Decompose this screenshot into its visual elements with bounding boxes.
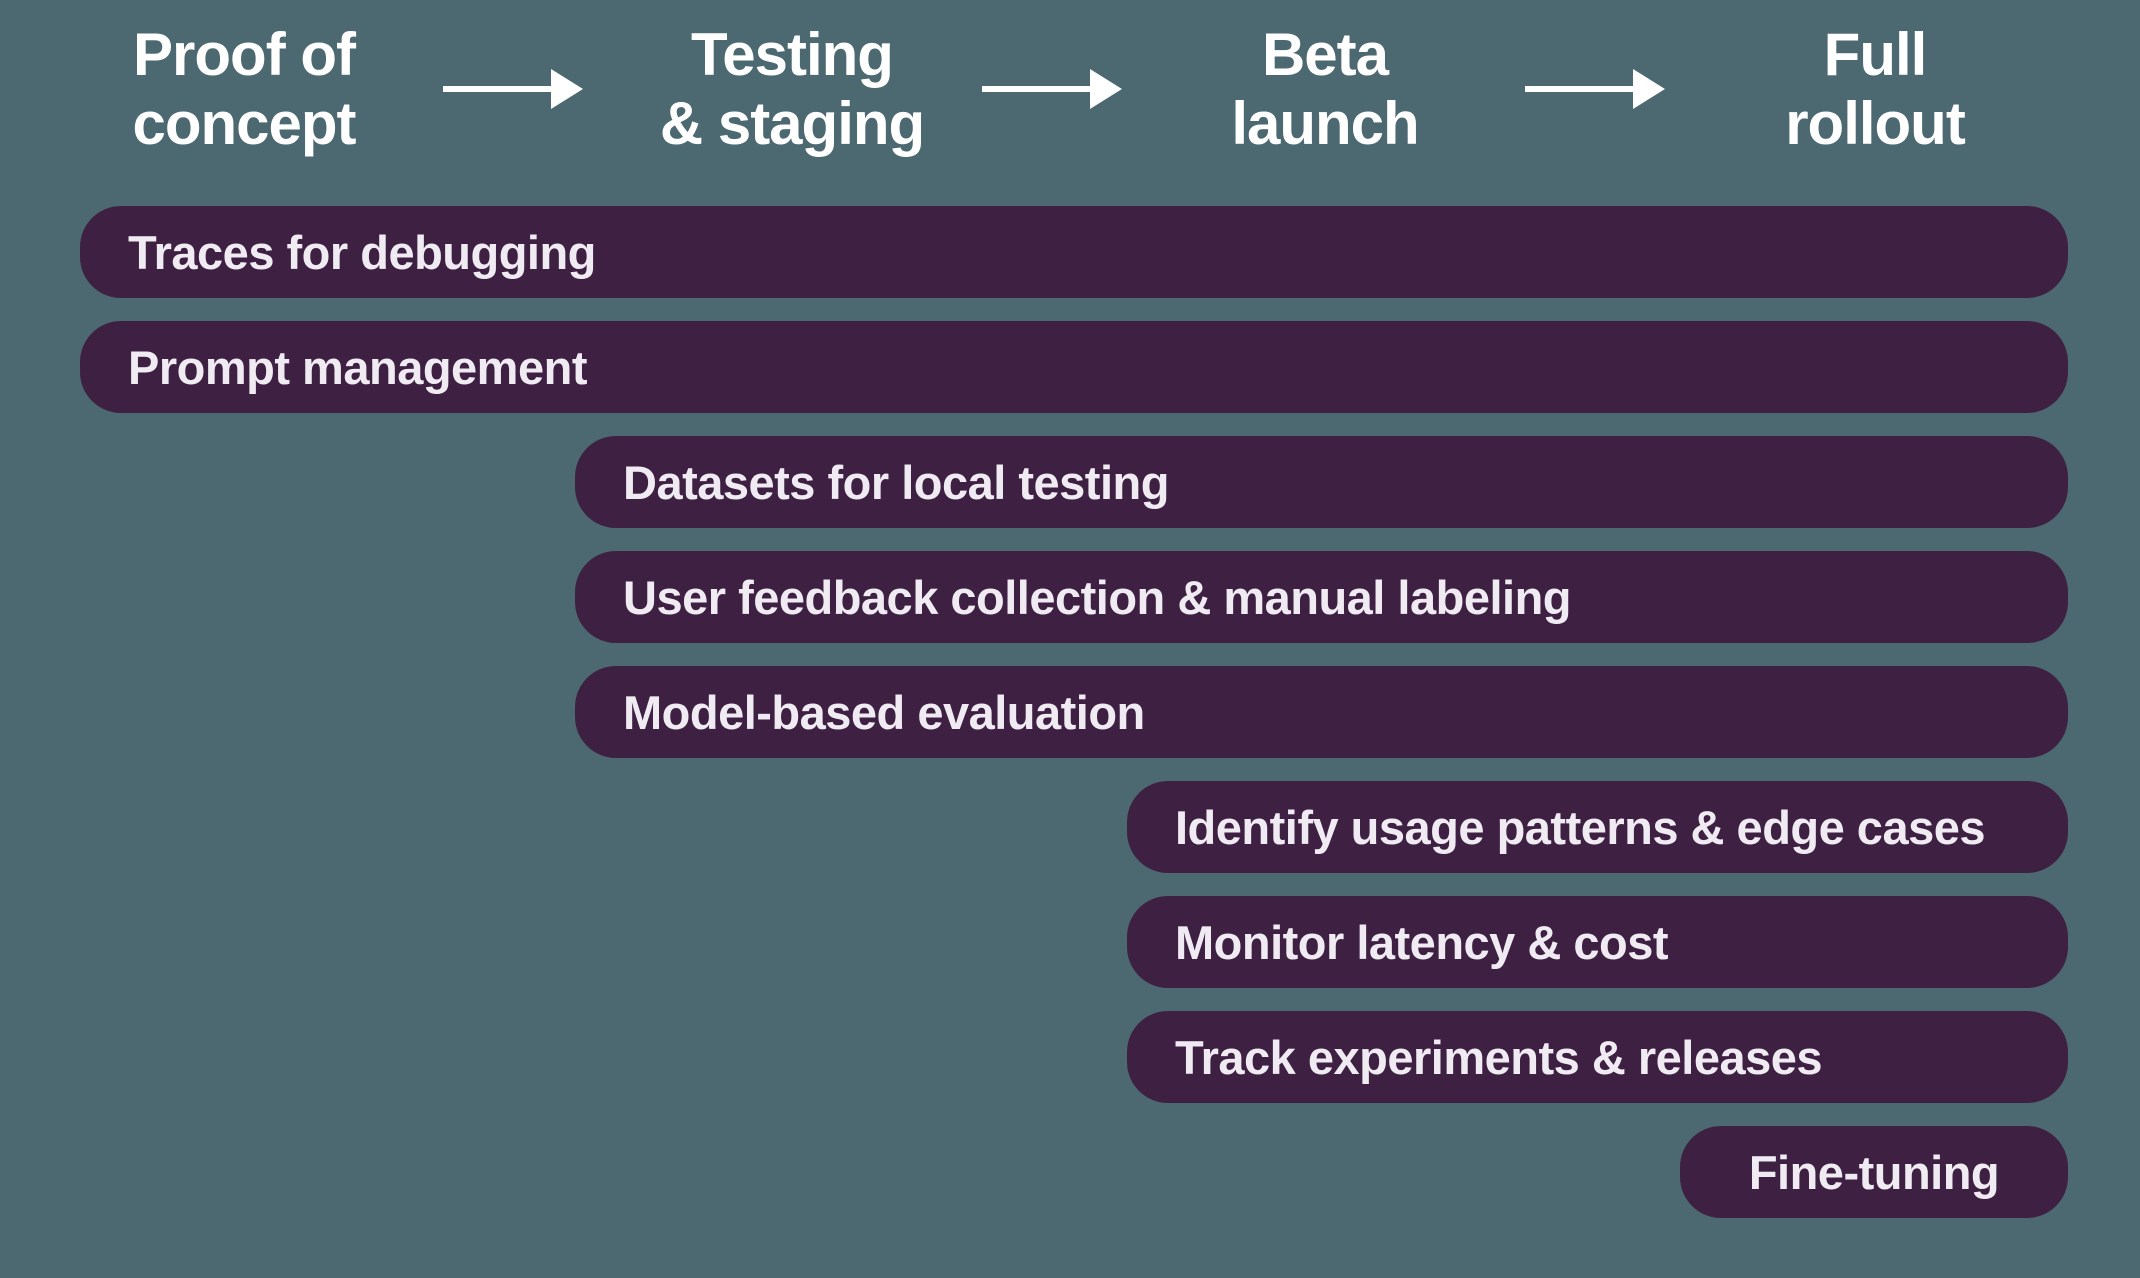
bar-user-feedback-collection: User feedback collection & manual labeli…: [575, 551, 2068, 643]
bar-prompt-management: Prompt management: [80, 321, 2068, 413]
bar-label: Prompt management: [128, 340, 587, 394]
bar-label: Fine-tuning: [1748, 1145, 2000, 1199]
stage-header-line: Full: [1823, 21, 1928, 88]
bar-label: Model-based evaluation: [623, 685, 1145, 739]
bar-monitor-latency-cost: Monitor latency & cost: [1127, 896, 2068, 988]
bar-track-experiments-releases: Track experiments & releases: [1127, 1011, 2068, 1103]
bar-label: Traces for debugging: [128, 225, 596, 279]
stage-header-proof-of-concept: Proof of concept: [132, 20, 356, 158]
stage-header-line: concept: [132, 90, 356, 157]
bar-identify-usage-patterns: Identify usage patterns & edge cases: [1127, 781, 2068, 873]
arrow-right-icon: [1525, 69, 1665, 109]
bar-datasets-for-local-testing: Datasets for local testing: [575, 436, 2068, 528]
arrow-right-icon: [982, 69, 1122, 109]
bar-label: Identify usage patterns & edge cases: [1175, 800, 1986, 854]
bar-label: Datasets for local testing: [623, 455, 1169, 509]
arrow-right-icon: [443, 69, 583, 109]
stage-header-line: Proof of: [133, 21, 356, 88]
stage-header-full-rollout: Full rollout: [1785, 20, 1966, 158]
stage-header-line: launch: [1231, 90, 1419, 157]
stage-header-testing-staging: Testing & staging: [659, 20, 925, 158]
bar-label: User feedback collection & manual labeli…: [623, 570, 1572, 624]
stage-header-beta-launch: Beta launch: [1231, 20, 1419, 158]
stage-header-line: Testing: [691, 21, 894, 88]
stage-header-line: Beta: [1261, 21, 1389, 88]
stage-header-line: rollout: [1785, 90, 1966, 157]
bar-label: Monitor latency & cost: [1175, 915, 1669, 969]
bar-traces-for-debugging: Traces for debugging: [80, 206, 2068, 298]
stage-header-line: & staging: [659, 90, 925, 157]
bar-fine-tuning: Fine-tuning: [1680, 1126, 2068, 1218]
bar-model-based-evaluation: Model-based evaluation: [575, 666, 2068, 758]
bar-label: Track experiments & releases: [1175, 1030, 1823, 1084]
